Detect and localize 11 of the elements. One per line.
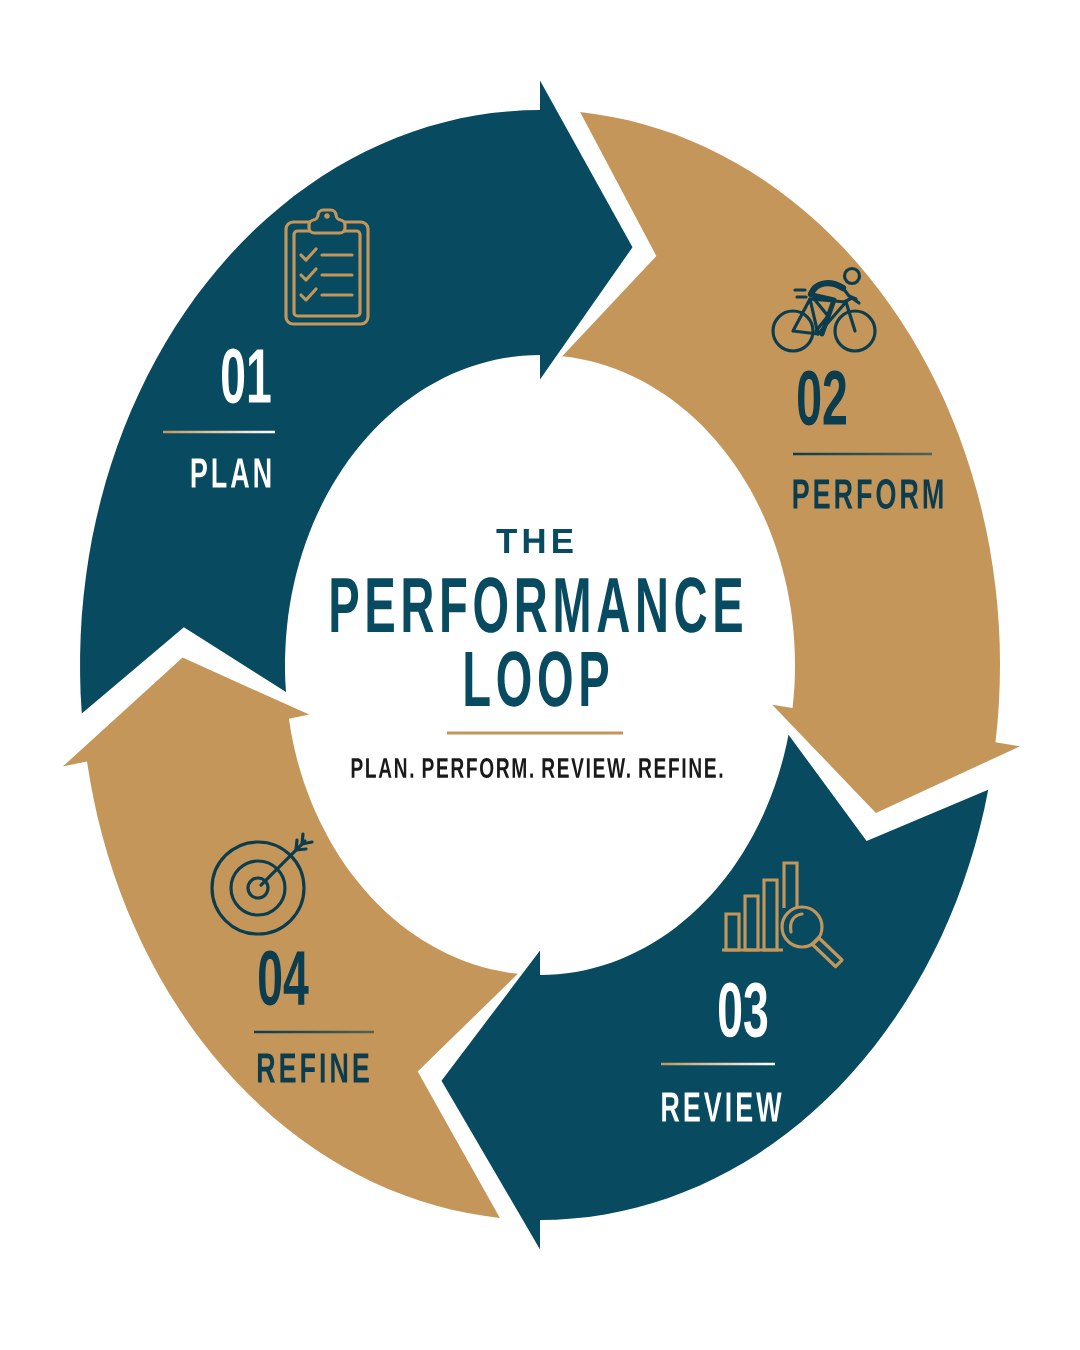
step-label: REFINE [257, 1053, 369, 1083]
step-number: 01 [222, 348, 271, 404]
step-number: 02 [798, 370, 846, 426]
step-label: PLAN [191, 458, 271, 488]
step-label: PERFORM [793, 479, 943, 509]
step-label: REVIEW [662, 1092, 782, 1122]
step-number: 03 [719, 982, 768, 1038]
tagline: PLAN. PERFORM. REVIEW. REFINE. [351, 758, 723, 778]
title-text: PERFORMANCE LOOP [331, 577, 742, 707]
kicker-text: THE [496, 529, 573, 553]
step-number: 04 [259, 950, 309, 1006]
